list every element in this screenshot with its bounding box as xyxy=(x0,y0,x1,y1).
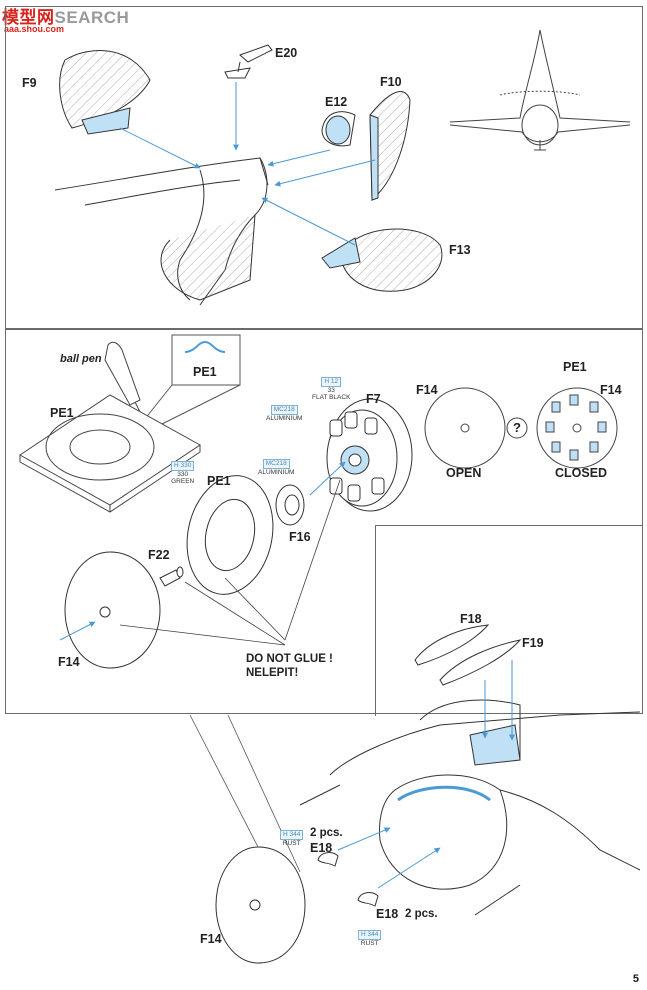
part-f14-disk-a xyxy=(64,551,161,669)
label-e18-b: E18 xyxy=(376,907,399,921)
part-f22-pin xyxy=(159,566,184,587)
do-not-glue-cz: NELEPIT! xyxy=(246,667,299,679)
callout-lines xyxy=(189,714,301,873)
part-e18-pieces xyxy=(317,852,379,907)
watermark-logo: 模型网SEARCH xyxy=(2,3,129,28)
paint-h330-code: H 330 xyxy=(171,461,195,471)
mid-panel-lines xyxy=(119,479,341,646)
watermark-brand: SEARCH xyxy=(54,8,130,27)
panel-engine-front xyxy=(5,328,643,714)
do-not-glue-en: DO NOT GLUE ! xyxy=(246,653,333,665)
part-f13-stabilizer xyxy=(321,228,443,292)
paint-mc218-a-code: MC218 xyxy=(270,405,298,415)
part-f10-rudder xyxy=(369,91,411,202)
paint-h344-a: H 344 RUST xyxy=(280,830,304,847)
part-f14-disk-b xyxy=(215,846,306,964)
label-f9: F9 xyxy=(22,76,37,90)
label-f14-closed: F14 xyxy=(600,383,622,397)
question-circle xyxy=(506,417,528,439)
paint-h344-b: H 344 RUST xyxy=(358,930,382,947)
part-pe1-ring xyxy=(186,475,274,595)
paint-h344-a-name: RUST xyxy=(282,839,301,847)
paint-h330: H 330 330 GREEN xyxy=(171,461,195,486)
label-f14-open: F14 xyxy=(416,383,438,397)
label-f14-b: F14 xyxy=(200,932,222,946)
paint-h12-num: 33 xyxy=(327,386,335,394)
label-f16: F16 xyxy=(289,530,311,544)
part-f9-stabilizer xyxy=(59,50,151,135)
label-f7: F7 xyxy=(366,392,381,406)
tail-front-view xyxy=(449,29,631,151)
part-f16-washer xyxy=(275,484,305,526)
pcs-note-a: 2 pcs. xyxy=(310,827,343,839)
pcs-note-b: 2 pcs. xyxy=(405,908,438,920)
part-f18-f19-exhausts xyxy=(414,624,522,686)
paint-h330-name: GREEN xyxy=(171,478,195,485)
paint-h12-code: H 12 xyxy=(321,377,342,387)
watermark-url: aaa.shou.com xyxy=(4,24,65,34)
label-pe1-closed: PE1 xyxy=(563,360,587,374)
paint-mc218-b: MC218 ALUMINIUM xyxy=(258,459,294,476)
paint-h12-name: FLAT BLACK xyxy=(312,394,351,401)
fuselage-tail-drawing xyxy=(54,157,269,306)
label-f13: F13 xyxy=(449,243,471,257)
label-e20: E20 xyxy=(275,46,298,60)
label-e12: E12 xyxy=(325,95,348,109)
do-not-glue-note: DO NOT GLUE ! NELEPIT! xyxy=(246,652,333,680)
watermark-prefix: 模型网 xyxy=(2,8,55,27)
paint-mc218-a: MC218 ALUMINIUM xyxy=(266,405,302,422)
paint-mc218-b-name: ALUMINIUM xyxy=(258,468,295,476)
work-surface-pe1 xyxy=(19,394,201,513)
part-e12-cone xyxy=(321,111,356,147)
paint-mc218-a-name: ALUMINIUM xyxy=(266,414,303,422)
label-f10: F10 xyxy=(380,75,402,89)
paint-h344-b-code: H 344 xyxy=(358,930,382,940)
question-mark: ? xyxy=(513,420,521,435)
fuselage-cowling-drawing xyxy=(299,699,641,916)
part-f7-engine xyxy=(326,398,413,512)
label-pe1-callout: PE1 xyxy=(193,365,217,379)
label-f18: F18 xyxy=(460,612,482,626)
label-e18-a: E18 xyxy=(310,841,333,855)
paint-mc218-b-code: MC218 xyxy=(262,459,290,469)
page-number: 5 xyxy=(632,973,639,985)
label-open: OPEN xyxy=(446,466,482,480)
label-pe1-mid: PE1 xyxy=(207,474,231,488)
f14-open-diagram xyxy=(424,387,506,469)
panel-cowling-detail xyxy=(375,525,642,716)
paint-h344-a-code: H 344 xyxy=(280,830,304,840)
label-f14-a: F14 xyxy=(58,655,80,669)
paint-h344-b-name: RUST xyxy=(360,939,379,947)
bottom-panel-arrows xyxy=(337,660,515,889)
top-panel-arrows xyxy=(119,82,376,246)
part-e20-bracket xyxy=(224,44,273,79)
label-f19: F19 xyxy=(522,636,544,650)
mid-panel-arrows xyxy=(59,461,346,641)
ball-pen-drawing xyxy=(104,341,141,413)
panel-tail-assembly xyxy=(5,6,643,330)
pe1-callout-box xyxy=(139,334,241,431)
f14-closed-diagram xyxy=(536,387,618,469)
paint-h12: H 12 33 FLAT BLACK xyxy=(312,377,350,402)
label-f22: F22 xyxy=(148,548,170,562)
ball-pen-note: ball pen xyxy=(60,353,102,365)
label-pe1-left: PE1 xyxy=(50,406,74,420)
paint-h330-num: 330 xyxy=(177,470,189,478)
label-closed: CLOSED xyxy=(555,466,608,480)
